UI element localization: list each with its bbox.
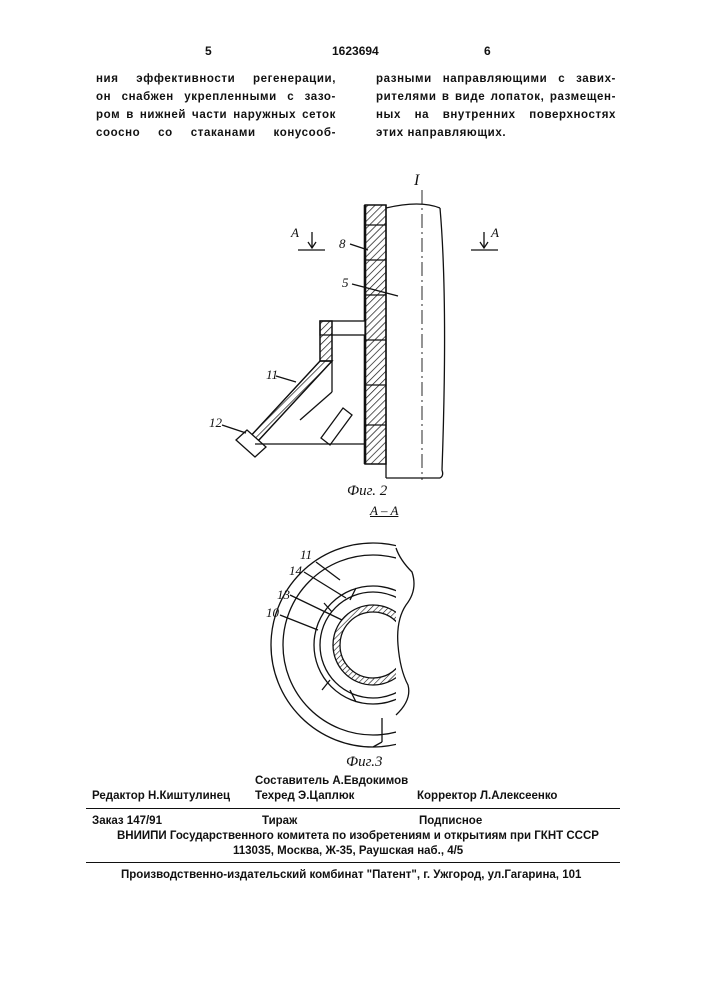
divider — [86, 808, 620, 809]
publisher-line: Производственно-издательский комбинат "П… — [121, 869, 581, 881]
corrector-credit: Корректор Л.Алексеенко — [417, 790, 557, 802]
ref-label-14: 14 — [289, 563, 302, 579]
editor-credit: Редактор Н.Киштулинец — [92, 790, 230, 802]
divider — [86, 862, 620, 863]
address-line: 113035, Москва, Ж-35, Раушская наб., 4/5 — [233, 845, 463, 857]
ref-label-13: 13 — [277, 587, 290, 603]
figure-3-caption: Фиг.3 — [346, 754, 382, 771]
institute-line: ВНИИПИ Государственного комитета по изоб… — [117, 830, 599, 842]
ref-label-11-fig3: 11 — [300, 547, 312, 563]
techred-credit: Техред Э.Цаплюк — [255, 790, 354, 802]
circulation-label: Тираж — [262, 815, 297, 827]
compiler-credit: Составитель А.Евдокимов — [255, 775, 408, 787]
ref-label-10: 10 — [266, 605, 279, 621]
order-number: Заказ 147/91 — [92, 815, 162, 827]
subscription-label: Подписное — [419, 815, 482, 827]
